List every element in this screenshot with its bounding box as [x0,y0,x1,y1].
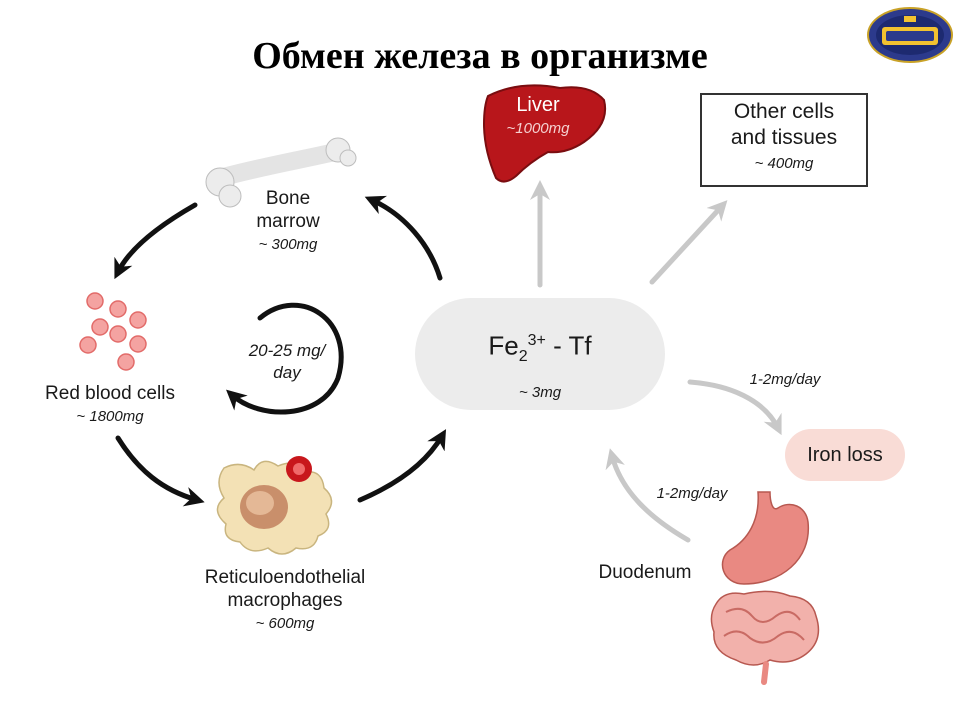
cycle-rate-label: 20-25 mg/ day [232,340,342,384]
other-cells-amount: ~ 400mg [754,155,814,172]
university-crest-icon [867,7,953,63]
fe-tf-label: Fe23+ - Tf ~ 3mg [415,326,665,408]
red-blood-cells-icon [79,292,147,371]
bone-marrow-name-line1: Bone [265,188,311,209]
fe-tf-amount: ~ 3mg [518,383,562,401]
liver-icon [482,84,606,183]
bone-icon [205,137,357,208]
fe-tf-pool [415,298,665,410]
bone-marrow-label: Bone marrow ~ 300mg [228,187,348,256]
red-blood-cells-amount: ~ 1800mg [76,408,144,425]
fe-tf-sup: 3+ [527,332,546,349]
page-title: Обмен железа в организме [252,35,708,77]
red-blood-cells-label: Red blood cells ~ 1800mg [20,382,200,428]
red-blood-cells-name: Red blood cells [45,383,175,404]
macrophages-name-line1: Reticuloendothelial [204,567,366,588]
other-cells-name-line1: Other cells [733,100,835,123]
cycle-arrows [114,195,447,507]
iron-loss-box [785,429,905,481]
other-cells-box [700,93,868,187]
transfer-arrows [530,180,782,543]
liver-label: Liver ~1000mg [486,94,590,140]
other-cells-name-line2: and tissues [730,126,838,149]
macrophages-name-line2: macrophages [227,590,343,611]
other-cells-label: Other cells and tissues ~ 400mg [702,99,866,177]
liver-name: Liver [516,94,560,116]
macrophages-label: Reticuloendothelial macrophages ~ 600mg [180,566,390,635]
liver-amount: ~1000mg [506,120,570,137]
cycle-rate-line2: day [273,363,301,382]
bone-marrow-amount: ~ 300mg [258,236,318,253]
duodenum-label: Duodenum [598,562,692,583]
duodenum-rate: 1-2mg/day [656,485,728,502]
fe-tf-suffix: - Tf [545,330,592,361]
stomach-intestine-icon [710,491,820,685]
cycle-rate-line1: 20-25 mg/ [248,341,326,360]
macrophages-amount: ~ 600mg [255,615,315,632]
bone-marrow-name-line2: marrow [256,211,320,232]
iron-loss-rate: 1-2mg/day [749,371,821,388]
fe-tf-sub: 2 [518,347,528,365]
iron-loss-label: Iron loss [807,444,883,466]
macrophage-icon [216,456,333,555]
fe-tf-base: Fe [488,330,519,361]
